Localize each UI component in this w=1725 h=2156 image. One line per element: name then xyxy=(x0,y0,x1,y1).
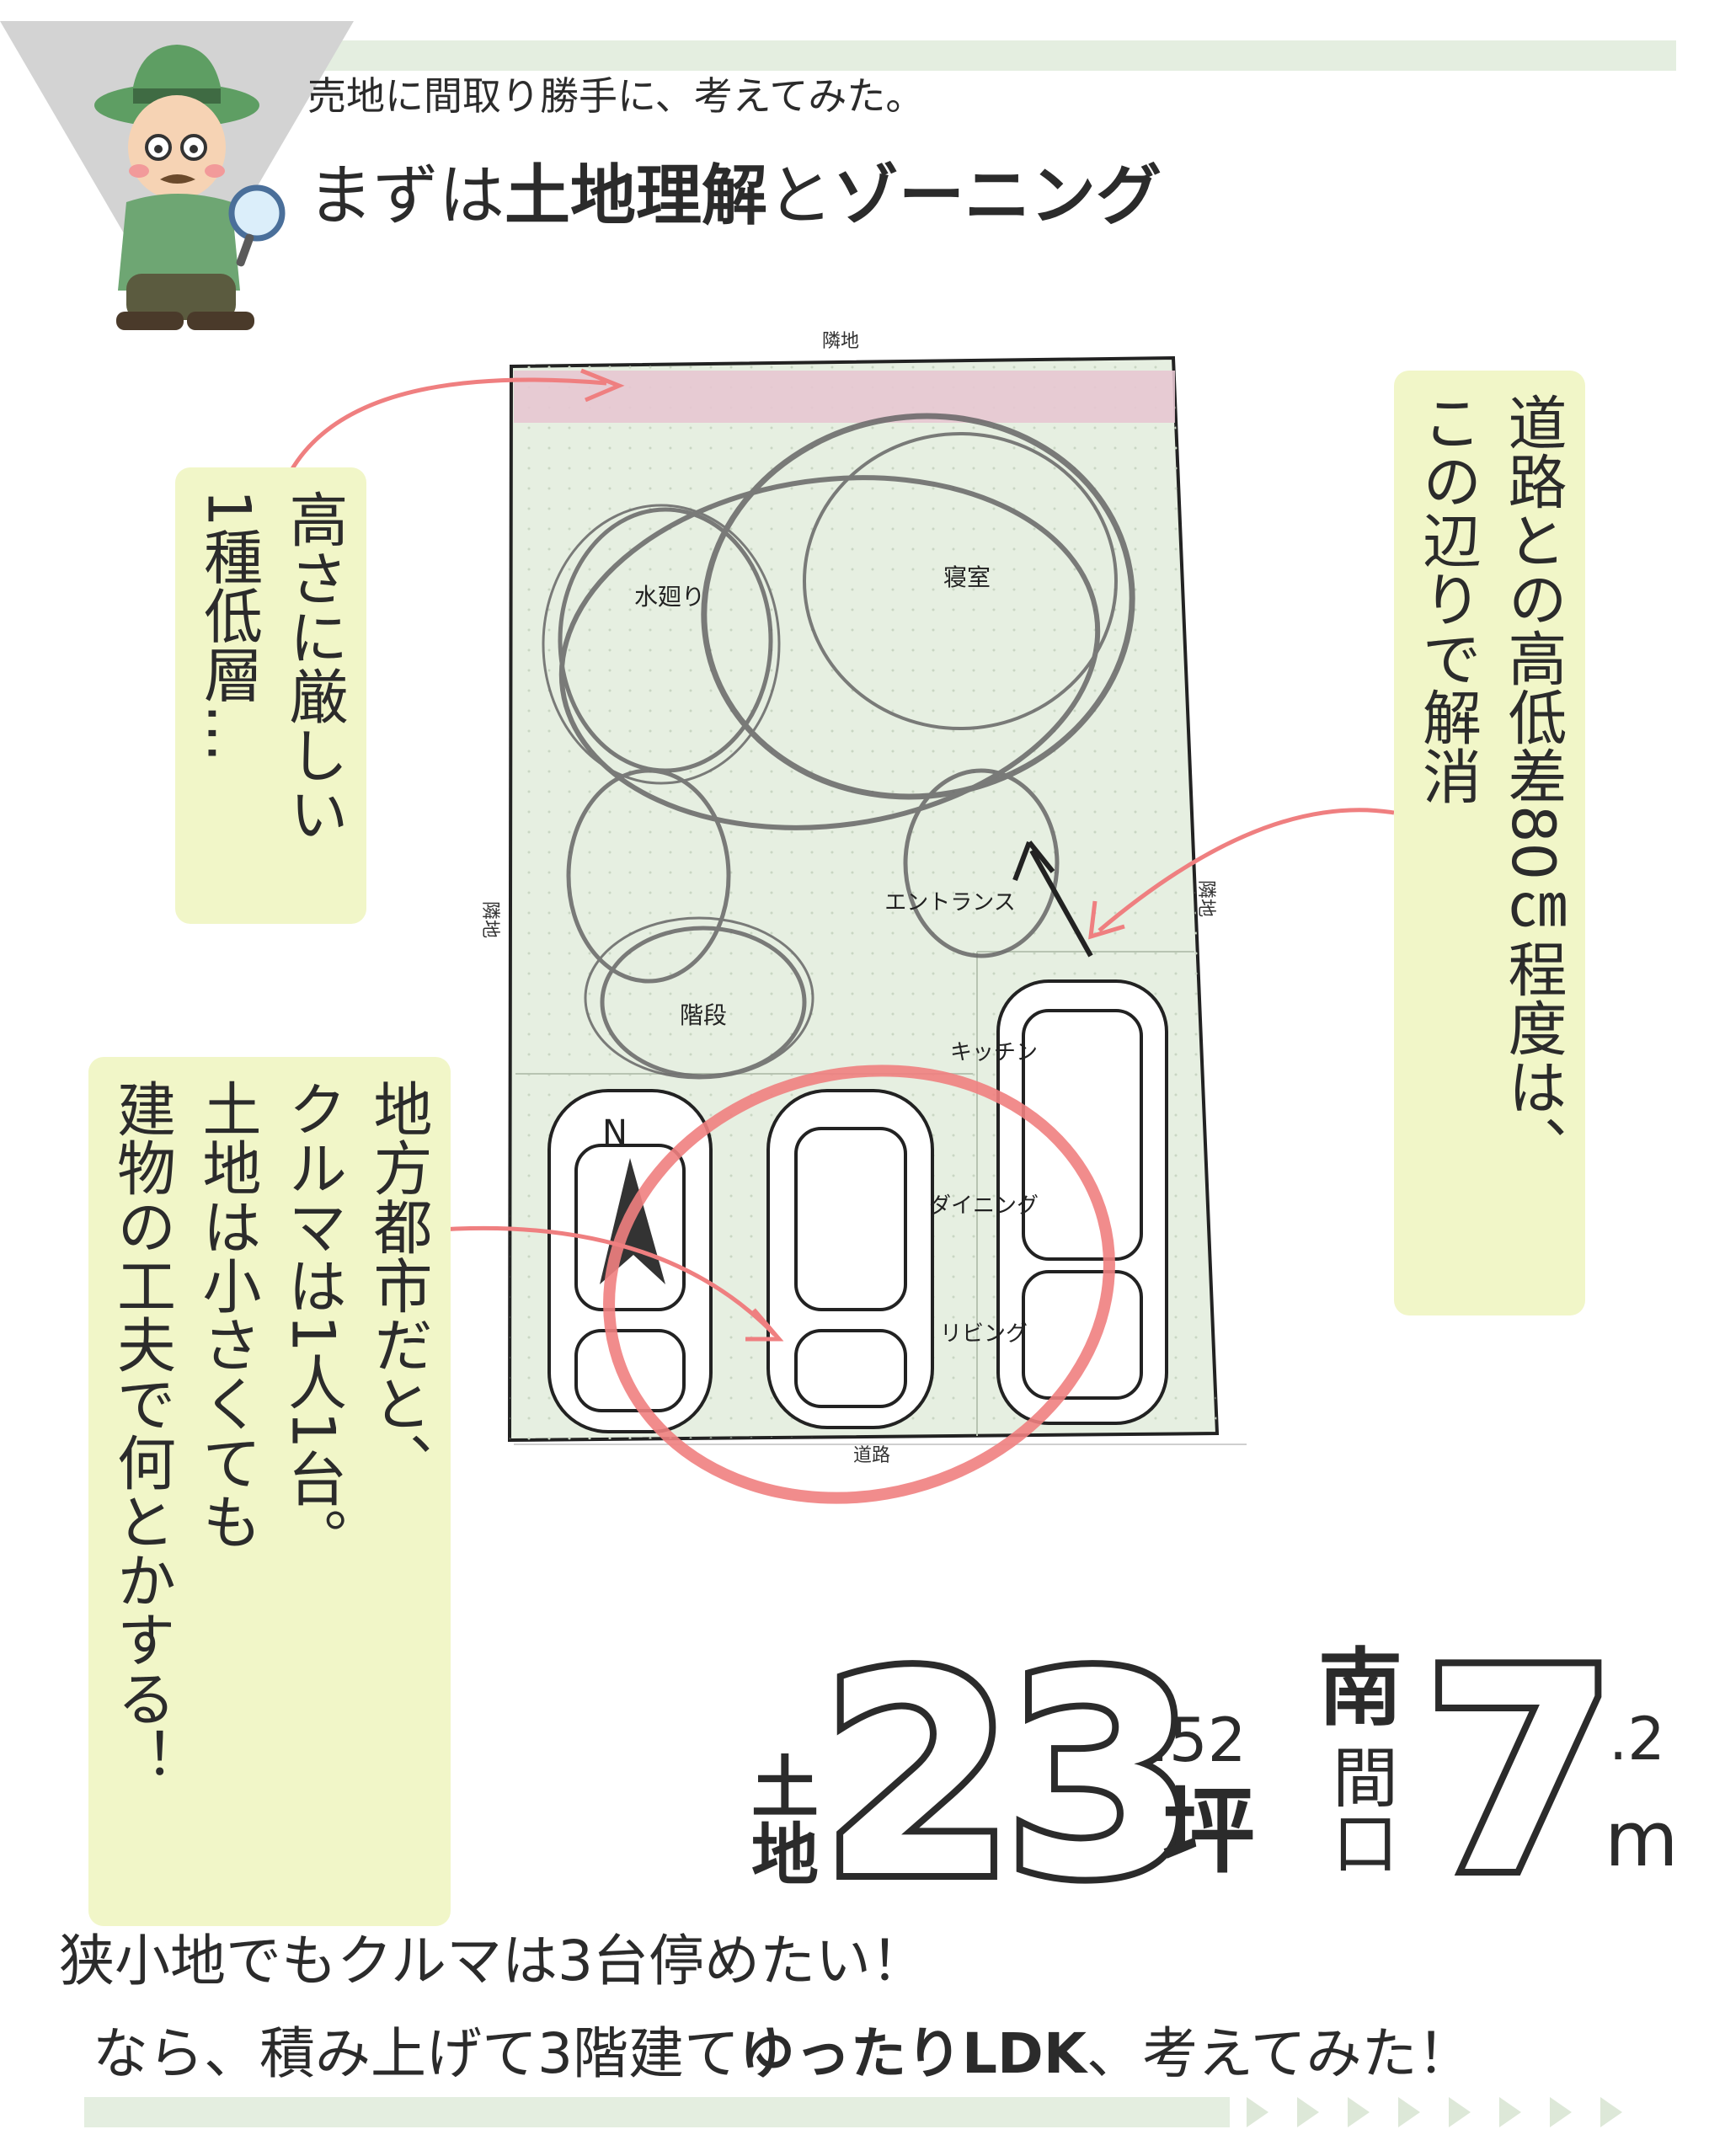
car-right xyxy=(996,979,1168,1425)
label-neighbor-top: 隣地 xyxy=(822,331,859,352)
chevron-icon xyxy=(1348,2097,1370,2127)
car-left xyxy=(547,1089,713,1433)
footer-part: なら、積み上げて3階建て xyxy=(93,2021,740,2086)
zone-stairs-upper xyxy=(566,768,731,984)
note-road-level: 道路との高低差80㎝程度は、 この辺りで解消 xyxy=(1394,371,1585,1315)
footer-part: 、考えてみた！ xyxy=(1086,2021,1473,2086)
chevron-icon xyxy=(1600,2097,1622,2127)
zoning-sketch xyxy=(542,413,1135,1080)
north-label: N xyxy=(602,1113,628,1152)
label-road: 道路 xyxy=(853,1445,890,1466)
land-area-unit: 坪 xyxy=(1162,1778,1255,1886)
footer-line1: 狭小地でもクルマは3台停めたい！ xyxy=(59,1929,927,1993)
zone-water xyxy=(558,507,773,773)
room-entrance: エントランス xyxy=(884,890,1015,915)
zone-entrance xyxy=(903,768,1060,958)
room-living: リビング xyxy=(940,1321,1028,1347)
land-area-int: 23 xyxy=(814,1615,1204,1939)
car-middle xyxy=(766,1089,934,1429)
label-neighbor-right: 隣地 xyxy=(1195,880,1216,917)
footer-line2: なら、積み上げて3階建てゆったりLDK、考えてみた！ xyxy=(93,2009,1473,2089)
label-neighbor-left: 隣地 xyxy=(479,901,500,938)
frontage-label: 間口 xyxy=(1322,1743,1397,1875)
chevron-icon xyxy=(1449,2097,1471,2127)
chevron-icon xyxy=(1247,2097,1268,2127)
room-bedroom: 寝室 xyxy=(943,563,991,591)
title-bold: ゾーニング xyxy=(833,158,1162,234)
footer-band xyxy=(84,2097,1230,2127)
zone-stairs xyxy=(600,926,807,1079)
room-kitchen: キッチン xyxy=(950,1040,1038,1065)
note-height-restriction: 高さに厳しい 1種低層… xyxy=(175,467,366,924)
title-part: まずは xyxy=(307,158,505,234)
arrow-road xyxy=(1097,808,1395,932)
frontage-dec: .2 xyxy=(1609,1705,1665,1774)
note-cars: 地方都市だと、 クルマは1人1台。 土地は小さくても 建物の工夫で何とかする！ xyxy=(88,1057,451,1926)
room-stairs: 階段 xyxy=(680,1001,727,1029)
chevron-icon xyxy=(1398,2097,1420,2127)
height-restriction-band xyxy=(514,371,1175,423)
room-water: 水廻り xyxy=(634,583,705,611)
room-dining: ダイニング xyxy=(929,1193,1039,1219)
zone-bedroom xyxy=(701,413,1135,800)
page-title: まずは土地理解とゾーニング xyxy=(307,143,1162,237)
chevron-icon xyxy=(1297,2097,1319,2127)
ldk-circle xyxy=(603,1065,1115,1504)
arrow-height xyxy=(288,377,607,473)
frontage-int: 7 xyxy=(1417,1611,1624,1935)
title-part: と xyxy=(767,158,834,234)
chevron-icon xyxy=(1499,2097,1521,2127)
page-subtitle: 売地に間取り勝手に、考えてみた。 xyxy=(307,73,925,119)
footer-bold: ゆったりLDK xyxy=(740,2021,1087,2086)
frontage-direction: 南 xyxy=(1318,1639,1402,1737)
title-bold: 土地理解 xyxy=(505,158,768,234)
detective-illustration xyxy=(94,45,286,330)
land-label: 土地 xyxy=(740,1752,819,1886)
land-area-dec: .52 xyxy=(1150,1705,1247,1775)
chevron-icon xyxy=(1550,2097,1572,2127)
frontage-unit: m xyxy=(1605,1796,1679,1884)
